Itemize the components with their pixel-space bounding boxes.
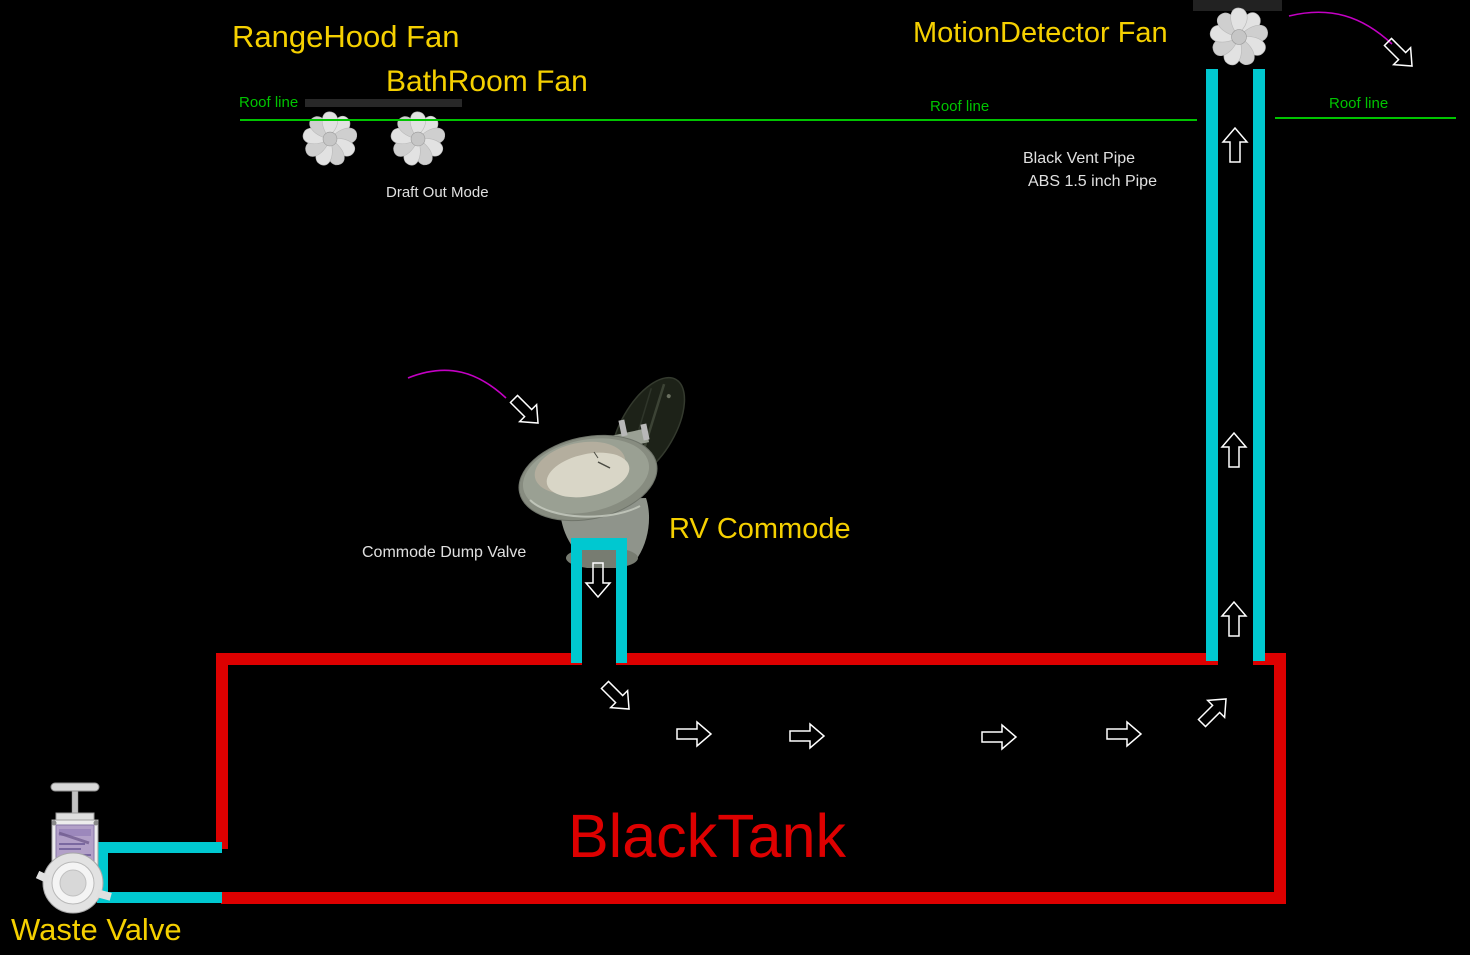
- vent-pipe-right-wall: [1253, 69, 1265, 661]
- flow-curve-fan: [1288, 11, 1393, 45]
- waste-pipe-bottom: [97, 892, 222, 903]
- label-roof-line-left: Roof line: [239, 94, 299, 111]
- label-roof-line-middle: Roof line: [930, 98, 990, 115]
- bathroom-fan-icon: [390, 111, 446, 166]
- tank-border-right: [1274, 653, 1286, 904]
- tank-border-bottom: [221, 892, 1286, 904]
- arrow-vent-up-1-icon: [1221, 126, 1249, 163]
- toilet-rim-highlight: [529, 499, 641, 518]
- label-waste-valve: Waste Valve: [11, 912, 182, 947]
- commode-drain-left-wall: [571, 538, 582, 663]
- mount-bar-right: [1193, 0, 1282, 11]
- label-black-tank: BlackTank: [568, 802, 847, 870]
- roof-line-right-segment: [1275, 117, 1456, 119]
- roof-line-left-segment: [240, 119, 1197, 121]
- valve-handle: [50, 782, 100, 792]
- flow-curve-toilet: [407, 369, 507, 399]
- arrow-tank-flow-2-icon: [789, 722, 826, 750]
- arrow-drain-down-icon: [584, 562, 612, 599]
- arrow-tank-entry-icon: [600, 680, 630, 710]
- arrow-into-toilet-icon: [509, 394, 539, 424]
- waste-valve-image: [35, 782, 112, 914]
- label-bathroom-fan: BathRoom Fan: [386, 65, 588, 98]
- label-rv-commode: RV Commode: [669, 513, 851, 545]
- tank-border-top-a: [216, 653, 582, 665]
- commode-drain-right-wall: [616, 538, 627, 663]
- label-commode-dump-valve: Commode Dump Valve: [362, 544, 527, 561]
- tank-border-top-b: [616, 653, 1218, 665]
- label-roof-line-right: Roof line: [1329, 95, 1389, 112]
- label-draft-out-mode: Draft Out Mode: [386, 184, 489, 201]
- arrow-tank-to-vent-icon: [1197, 698, 1227, 728]
- arrow-tank-flow-4-icon: [1106, 720, 1143, 748]
- label-rangehood-fan: RangeHood Fan: [232, 19, 460, 54]
- arrow-vent-up-2-icon: [1220, 431, 1248, 468]
- tank-border-left: [216, 653, 228, 849]
- arrow-exhaust-out-icon: [1383, 37, 1413, 67]
- arrow-tank-flow-1-icon: [676, 720, 713, 748]
- waste-pipe-top: [97, 842, 222, 853]
- motiondetector-fan-icon: [1209, 7, 1268, 66]
- valve-flange-inner: [59, 869, 87, 897]
- arrow-vent-up-3-icon: [1220, 600, 1248, 637]
- label-motiondetector-fan: MotionDetector Fan: [913, 17, 1168, 49]
- toilet-bowl-inner: [546, 452, 630, 498]
- vent-pipe-left-wall: [1206, 69, 1218, 661]
- waste-pipe-left-wall: [97, 842, 108, 903]
- label-black-vent-pipe: Black Vent Pipe: [1023, 150, 1136, 167]
- rangehood-fan-icon: [302, 111, 358, 166]
- mount-bar-left: [305, 99, 462, 107]
- arrow-tank-flow-3-icon: [981, 723, 1018, 751]
- commode-drain-top: [571, 538, 627, 550]
- label-abs-pipe-size: ABS 1.5 inch Pipe: [1028, 173, 1157, 190]
